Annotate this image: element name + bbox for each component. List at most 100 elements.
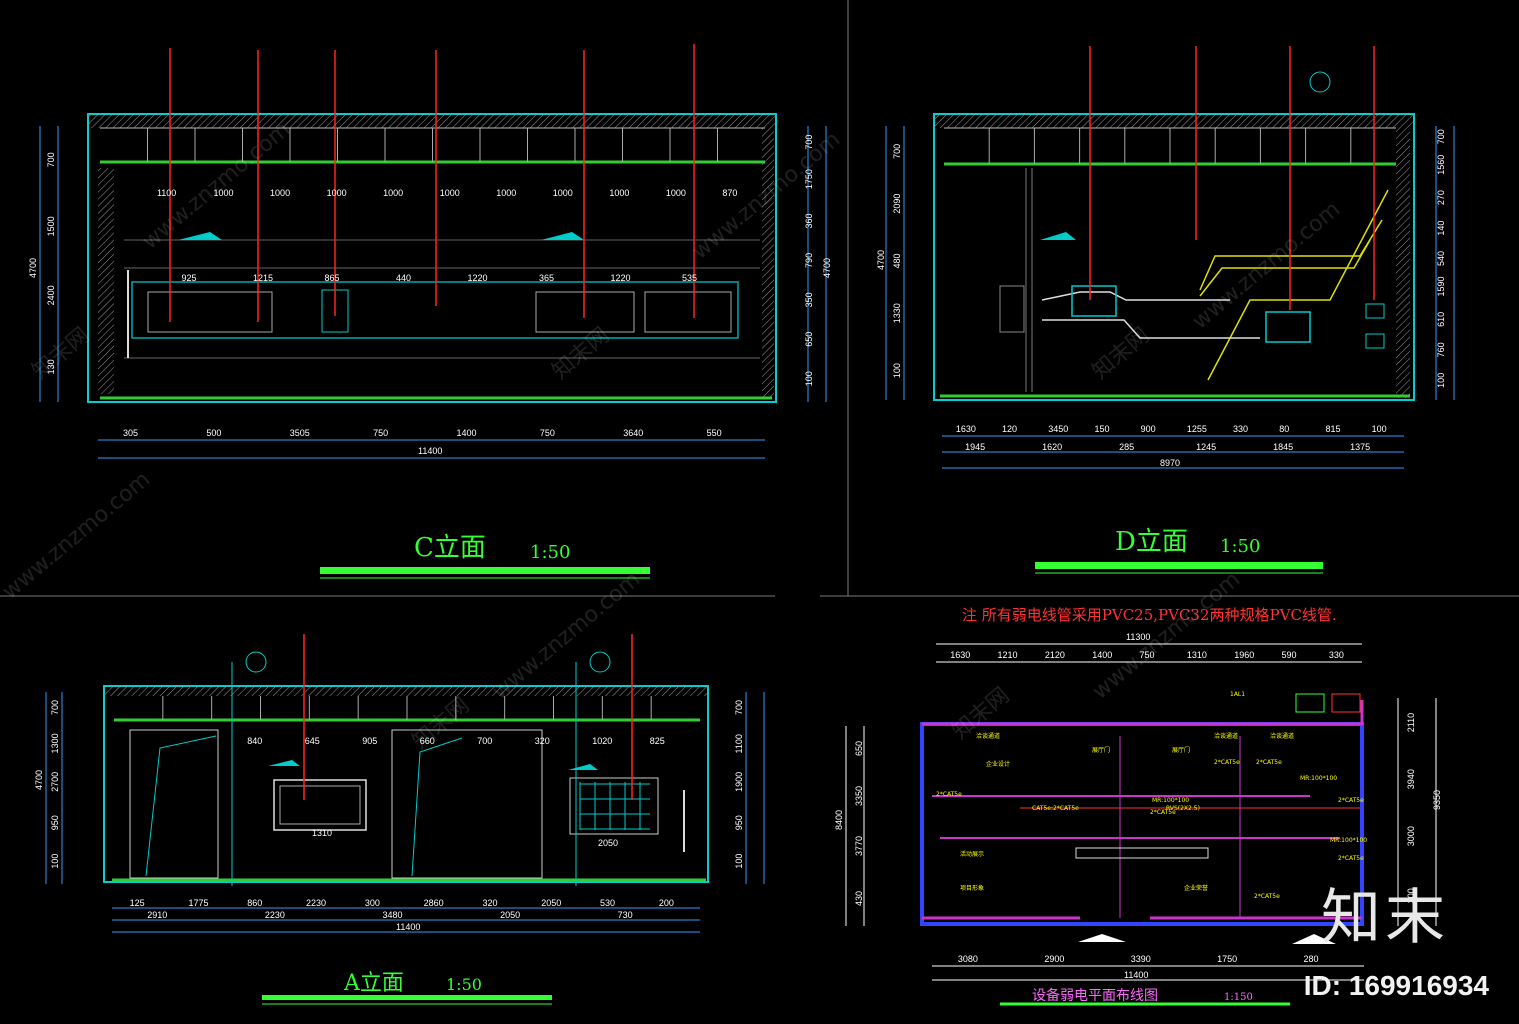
a-bottom-dim-a-1: 1775 [188, 898, 208, 908]
c-bottom-dim-4: 1400 [457, 428, 477, 438]
c-right-dim-3: 790 [804, 253, 814, 268]
d-bottom-dim-b-2: 285 [1119, 442, 1134, 452]
plan-label-17: 企业荣誉 [1184, 884, 1208, 892]
a-bottom-total: 11400 [396, 922, 420, 932]
d-left-dim-4: 100 [892, 363, 902, 378]
c-mid-dim-5: 365 [539, 273, 554, 283]
a-bottom-dim-a-2: 860 [247, 898, 262, 908]
a-bottom-dim-b-4: 730 [618, 910, 633, 920]
d-bottom-dim-b-5: 1375 [1350, 442, 1370, 452]
c-left-dim-2: 2400 [46, 285, 56, 305]
plan-label-6: 企业设计 [986, 760, 1010, 768]
a-scale: 1:50 [446, 975, 482, 994]
plan-label-13: 2*CAT5e [1338, 797, 1364, 804]
c-bottom-dim-2: 3505 [290, 428, 310, 438]
c-bottom-dim-7: 550 [707, 428, 722, 438]
a-top-dim-0: 840 [247, 736, 262, 746]
c-top-dim-7: 1000 [553, 188, 573, 198]
plan-left-dim-3: 430 [854, 891, 864, 906]
c-mid-dim-2: 865 [324, 273, 339, 283]
a-left-dim-3: 950 [50, 815, 60, 830]
plan-label-1: 洽谈通道 [976, 732, 1000, 740]
c-right-dim-0: 700 [804, 135, 814, 150]
a-top-dim-3: 660 [420, 736, 435, 746]
a-right-dim-3: 950 [734, 815, 744, 830]
c-right-dim-6: 100 [804, 371, 814, 386]
d-right-dim-0: 700 [1436, 129, 1446, 144]
plan-label-2: 展厅门 [1092, 746, 1110, 754]
c-bottom-dim-3: 750 [373, 428, 388, 438]
d-bottom-dim-b-0: 1945 [965, 442, 985, 452]
a-left-dim-0: 700 [50, 700, 60, 715]
plan-label-4: 洽谈通道 [1214, 732, 1238, 740]
c-bottom-dim-0: 305 [123, 428, 138, 438]
c-bottom-dim-1: 500 [206, 428, 221, 438]
brand-logo: 知末 [1321, 883, 1449, 953]
watermark-1: www.znzmo.com [138, 117, 295, 255]
plan-right-dim-0: 2110 [1406, 713, 1416, 732]
d-left-dim-1: 2090 [892, 194, 902, 214]
plan-left-dim-1: 3350 [854, 786, 864, 806]
c-bottom-dim-6: 3640 [623, 428, 643, 438]
d-bottom-dim-b-3: 1245 [1196, 442, 1216, 452]
plan-bottom-dim-2: 3390 [1131, 954, 1151, 964]
c-top-dim-1: 1000 [214, 188, 234, 198]
a-bottom-dim-a-9: 200 [659, 898, 674, 908]
plan-top-dim-4: 750 [1140, 650, 1155, 660]
c-mid-dim-7: 535 [682, 273, 697, 283]
d-right-dim-1: 1560 [1436, 155, 1446, 175]
watermark-4: www.znzmo.com [0, 467, 155, 605]
weak-current-plan: 注 所有弱电线管采用PVC25,PVC32两种规格PVC线管. 11300 16… [834, 606, 1442, 1006]
c-top-dim-3: 1000 [327, 188, 347, 198]
c-right-dim-5: 650 [804, 332, 814, 347]
plan-title: 设备弱电平面布线图 [1032, 987, 1158, 1004]
plan-label-21: MR:100*100 [1152, 797, 1189, 804]
c-top-dim-5: 1000 [440, 188, 460, 198]
c-right-dim-4: 350 [804, 292, 814, 307]
plan-left-dim-2: 3770 [854, 836, 864, 856]
plan-right-dim-3: 300 [1406, 888, 1416, 903]
c-mid-dim-4: 1220 [467, 273, 487, 283]
plan-bottom-dim-1: 2900 [1044, 954, 1064, 964]
c-left-dim-3: 130 [46, 359, 56, 374]
plan-top-dim-0: 1630 [950, 650, 970, 660]
d-right-dim-8: 100 [1436, 373, 1446, 388]
plan-label-14: MR:100*100 [1330, 837, 1367, 844]
a-right-dim-1: 1100 [734, 734, 744, 753]
plan-label-12: RVS(2X2.5) [1166, 805, 1200, 812]
c-top-dim-2: 1000 [270, 188, 290, 198]
plan-left-dim-0: 650 [854, 741, 864, 756]
plan-label-7: 2*CAT5e [1214, 759, 1240, 766]
plan-label-15: 2*CAT5e [1338, 855, 1364, 862]
plan-scale: 1:150 [1224, 992, 1253, 1003]
d-bottom-dim-a-5: 1255 [1187, 424, 1207, 434]
c-top-dim-9: 1000 [666, 188, 686, 198]
d-bottom-dim-a-3: 150 [1094, 424, 1109, 434]
plan-label-5: 洽谈通道 [1270, 732, 1294, 740]
a-top-dim-1: 645 [305, 736, 320, 746]
a-bottom-dim-a-8: 530 [600, 898, 615, 908]
watermark-cn-3: 知末网 [1088, 323, 1155, 385]
c-left-total: 4700 [28, 258, 38, 278]
c-top-dim-8: 1000 [609, 188, 629, 198]
d-scale: 1:50 [1220, 536, 1260, 557]
plan-top-dim-6: 1960 [1234, 650, 1254, 660]
c-right-dim-2: 360 [804, 213, 814, 228]
a-bottom-dim-a-7: 2050 [541, 898, 561, 908]
d-bottom-dim-a-4: 900 [1141, 424, 1156, 434]
d-right-dim-3: 140 [1436, 221, 1446, 236]
d-left-dim-0: 700 [892, 144, 902, 159]
a-top-dim-7: 825 [650, 736, 665, 746]
a-left-dim-4: 100 [50, 854, 60, 869]
a-inner-1: 1310 [312, 828, 332, 838]
plan-label-9: 2*CAT5e [936, 791, 962, 798]
plan-top-total: 11300 [1126, 632, 1150, 642]
a-top-dim-5: 320 [535, 736, 550, 746]
plan-label-0: 1AL1 [1230, 691, 1245, 698]
a-bottom-dim-a-4: 300 [365, 898, 380, 908]
c-left-dim-1: 1500 [46, 216, 56, 236]
a-top-dim-4: 700 [477, 736, 492, 746]
plan-label-20: 2*CAT5e [1150, 809, 1176, 816]
